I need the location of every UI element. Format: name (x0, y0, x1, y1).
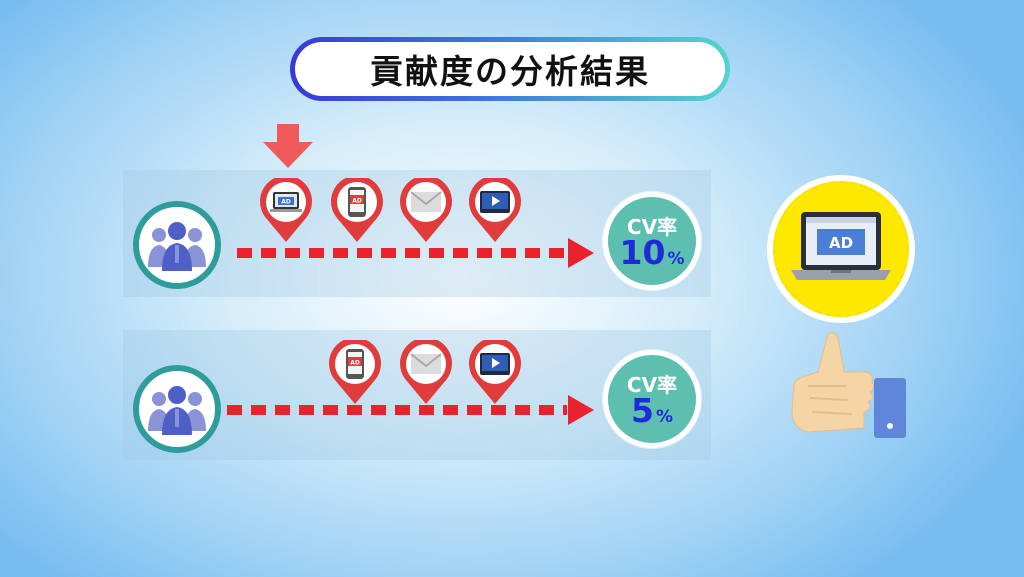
page-title: 貢献度の分析結果 (295, 42, 725, 96)
cv-rate-badge-1: CV率 10% (603, 192, 701, 290)
cv-rate-label: CV率 (626, 373, 678, 397)
cv-rate-badge-2: CV率 5% (603, 350, 701, 448)
conversion-path-arrow (227, 405, 567, 415)
users-group-icon (133, 365, 221, 453)
mobile-ad-pin-icon: AD (329, 175, 385, 244)
svg-text:AD: AD (281, 199, 291, 206)
cv-rate-label: CV率 (626, 215, 678, 239)
conversion-path-arrow (237, 248, 567, 258)
video-pin-icon (467, 175, 523, 244)
ad-label: AD (829, 234, 853, 252)
cv-rate-value: 10% (608, 233, 696, 272)
pc-ad-pin-icon: AD (258, 175, 314, 244)
cv-rate-number: 5 (630, 391, 654, 430)
laptop-ad-icon: AD (791, 212, 891, 280)
mail-pin-icon (398, 337, 454, 406)
arrow-head-icon (568, 238, 594, 268)
mail-pin-icon (398, 175, 454, 244)
thumbs-up-icon (788, 328, 916, 450)
mobile-ad-pin-icon: AD (327, 337, 383, 406)
arrow-head-icon (568, 395, 594, 425)
cv-rate-unit: % (655, 407, 673, 427)
users-group-icon (133, 201, 221, 289)
svg-text:AD: AD (352, 198, 362, 205)
cv-rate-unit: % (667, 249, 685, 269)
cv-rate-number: 10 (619, 233, 666, 272)
down-arrow-icon (263, 124, 313, 172)
video-pin-icon (467, 337, 523, 406)
laptop-ad-badge: AD (767, 175, 915, 323)
title-banner: 貢献度の分析結果 (290, 37, 730, 101)
cv-rate-value: 5% (608, 391, 696, 430)
svg-text:AD: AD (350, 360, 360, 367)
